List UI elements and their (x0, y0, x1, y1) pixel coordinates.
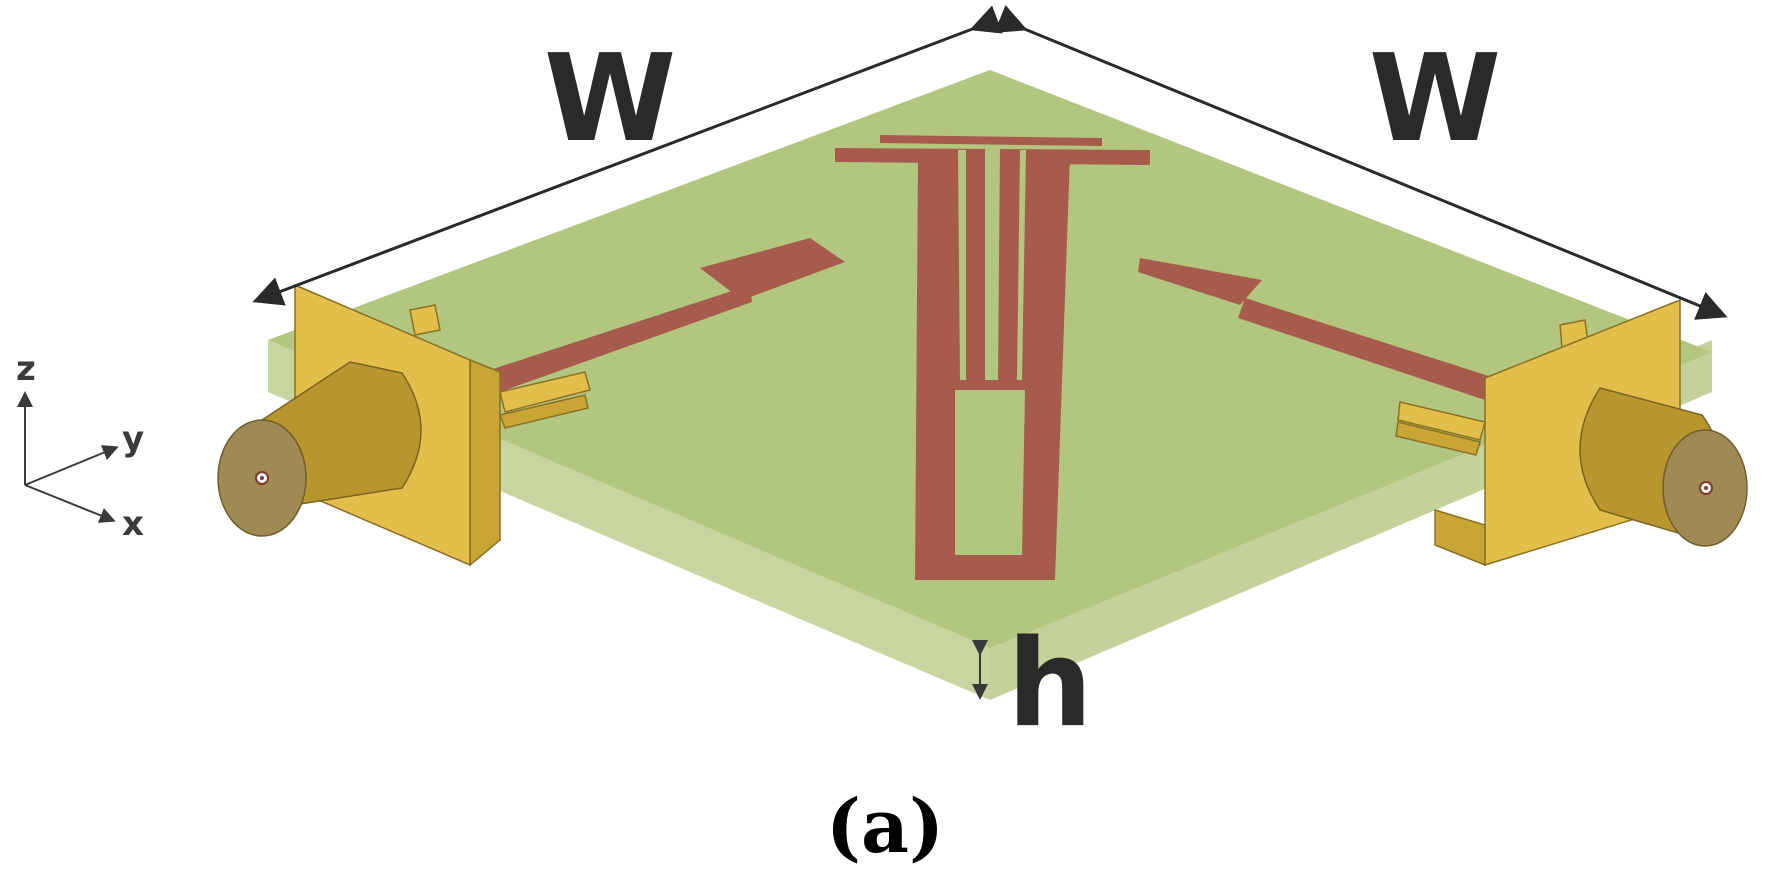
right-flange-side (1434, 508, 1486, 567)
width-arrow-right (994, 5, 1728, 320)
figure-caption: (a) (826, 784, 944, 870)
axis-x-label: x (122, 504, 144, 544)
left-connector-pin (499, 371, 591, 413)
thickness-label: h (1007, 615, 1092, 754)
width-label-right: W (1369, 30, 1501, 169)
axis-z-label: z (16, 349, 36, 389)
dimension-arrows (252, 5, 1728, 700)
width-arrow-left (252, 5, 1003, 306)
sma-connector-right (1395, 298, 1748, 567)
right-connector-pin-2 (1395, 421, 1481, 456)
left-feed-line (490, 285, 752, 392)
right-connector-pin (1397, 401, 1486, 441)
coordinate-axes-icon: z y x (16, 349, 144, 544)
left-flange-side (469, 358, 501, 567)
left-connector-pin-2 (498, 394, 589, 429)
resonator-slot-center (985, 145, 1000, 380)
right-feed-line (1238, 298, 1495, 400)
left-connector-tab (409, 304, 441, 336)
axis-y-label: y (122, 419, 144, 459)
resonator-window (955, 390, 1025, 555)
sma-connector-left (217, 283, 591, 567)
width-label-left: W (544, 30, 676, 169)
